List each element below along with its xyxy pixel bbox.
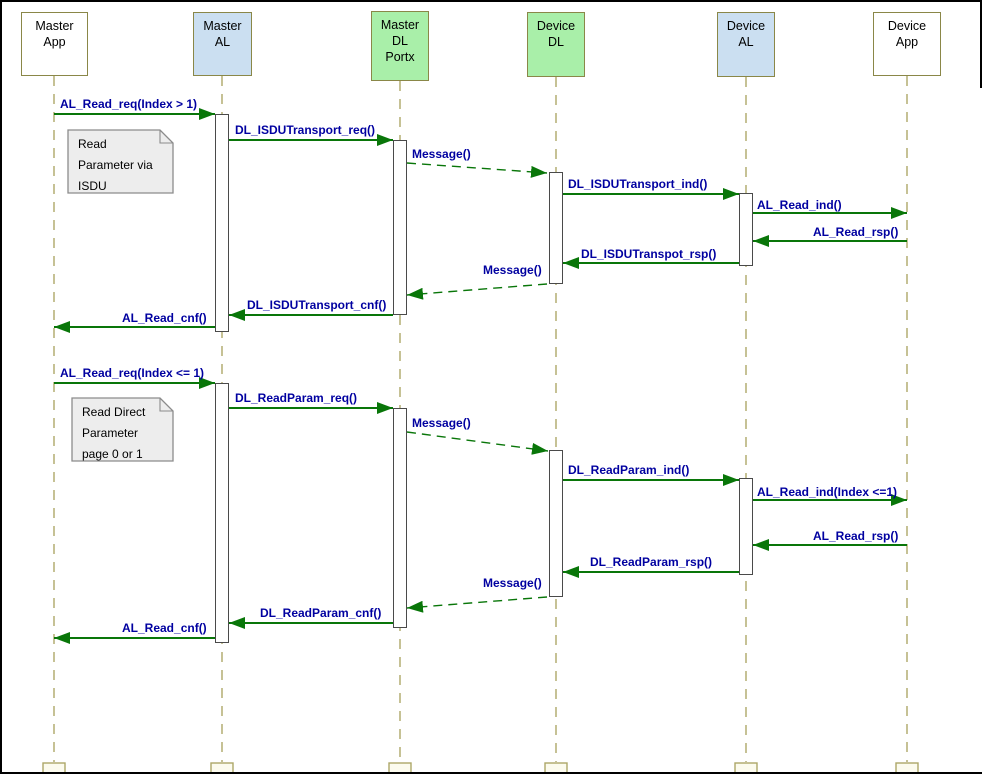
label-dl-readparam-rsp: DL_ReadParam_rsp() [590,555,713,569]
arrow-message-fwd-1 [406,162,548,178]
actor-label-device-dl: Device DL [536,19,576,49]
actor-box-master-dl-portx: Master DL Portx [371,11,429,81]
activation-bar-device-dl-2 [549,450,563,597]
label-al-read-req-1: AL_Read_req(Index > 1) [60,97,198,111]
arrow-message-back-1 [406,283,548,300]
actor-box-device-al: Device AL [717,12,775,77]
bottom-stub-device-app [895,762,919,774]
bottom-stub-master-dl-portx [388,762,412,774]
bottom-stub-device-dl [544,762,568,774]
label-message-back-2: Message() [483,576,542,590]
activation-bar-device-dl-1 [549,172,563,284]
frame-bottom-edge [0,772,982,774]
note-shape-isdu [67,129,174,194]
arrow-message-back-2 [406,596,548,613]
label-message-back-1: Message() [483,263,542,277]
frame-left-edge [0,0,2,774]
label-al-read-cnf-1: AL_Read_cnf() [122,311,207,325]
label-al-read-rsp-1: AL_Read_rsp() [813,225,899,239]
label-dl-readparam-req: DL_ReadParam_req() [235,391,358,405]
note-text-direct-param: Read Direct Parameter page 0 or 1 [82,405,146,461]
label-dl-isdutransport-ind: DL_ISDUTransport_ind() [568,177,708,191]
label-dl-isdutransport-req: DL_ISDUTransport_req() [235,123,376,137]
actor-label-device-app: Device App [887,19,927,49]
actor-label-master-app: Master App [35,19,74,49]
frame-top-edge [0,0,982,2]
actor-box-device-dl: Device DL [527,12,585,77]
note-fold-isdu [159,130,173,144]
label-al-read-ind-1: AL_Read_ind() [757,198,842,212]
bottom-stub-master-al [210,762,234,774]
actor-label-device-al: Device AL [726,19,766,49]
label-dl-readparam-ind: DL_ReadParam_ind() [568,463,690,477]
label-dl-isdutranspot-rsp: DL_ISDUTranspot_rsp() [581,247,717,261]
label-al-read-cnf-2: AL_Read_cnf() [122,621,207,635]
label-al-read-rsp-2: AL_Read_rsp() [813,529,899,543]
label-dl-isdutransport-cnf: DL_ISDUTransport_cnf() [247,298,387,312]
note-text-isdu: Read Parameter via ISDU [78,137,153,193]
bottom-stub-device-al [734,762,758,774]
activation-bar-master-dl-1 [393,140,407,315]
activation-bar-master-dl-2 [393,408,407,628]
label-al-read-req-2: AL_Read_req(Index <= 1) [60,366,205,380]
frame-right-edge-segment [980,0,982,88]
actor-box-master-al: Master AL [193,12,252,76]
bottom-stub-master-app [42,762,66,774]
actor-label-master-al: Master AL [203,19,242,49]
activation-bar-master-al-1 [215,114,229,332]
activation-bar-device-al-2 [739,478,753,575]
note-fold-direct-param [159,398,173,412]
label-message-fwd-1: Message() [412,147,471,161]
note-shape-direct-param [71,397,174,462]
activation-bar-device-al-1 [739,193,753,266]
actor-label-master-dl-portx: Master DL Portx [380,18,420,64]
label-al-read-ind-2: AL_Read_ind(Index <=1) [757,485,898,499]
label-dl-readparam-cnf: DL_ReadParam_cnf() [260,606,382,620]
actor-box-device-app: Device App [873,12,941,76]
label-message-fwd-2: Message() [412,416,471,430]
arrow-message-fwd-2 [406,431,549,455]
actor-box-master-app: Master App [21,12,88,76]
activation-bar-master-al-2 [215,383,229,643]
